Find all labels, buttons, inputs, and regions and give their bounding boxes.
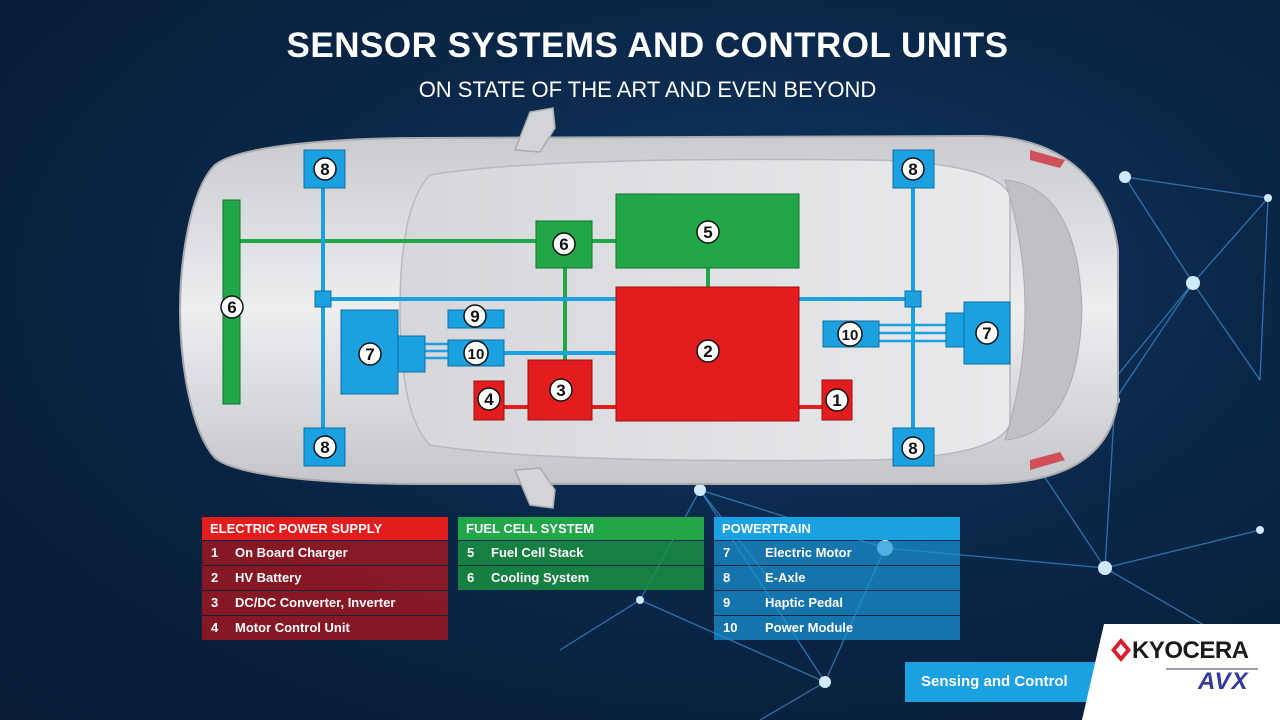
- legend-row: 2 HV Battery: [202, 566, 448, 590]
- legend-label: Cooling System: [491, 570, 590, 585]
- node-5-fuel-cell: 5: [696, 220, 720, 244]
- legend-label: Motor Control Unit: [235, 620, 350, 635]
- legend-num: 7: [723, 545, 731, 560]
- node-8-rear-top: 8: [901, 157, 925, 181]
- node-label: 9: [470, 307, 479, 326]
- legend-row: 3 DC/DC Converter, Inverter: [202, 591, 448, 615]
- node-label: 7: [365, 345, 374, 364]
- legend-label: E-Axle: [765, 570, 806, 585]
- node-label: 6: [559, 235, 568, 254]
- legend-row: 7 Electric Motor: [714, 541, 960, 565]
- node-label: 10: [468, 346, 485, 363]
- node-6-radiator: 6: [220, 295, 244, 319]
- node-label: 8: [320, 438, 329, 457]
- node-1-charger: 1: [825, 388, 849, 412]
- node-7-front-motor: 7: [358, 342, 382, 366]
- node-8-front-top: 8: [313, 157, 337, 181]
- legend-label: Haptic Pedal: [765, 595, 844, 610]
- legend-title: ELECTRIC POWER SUPPLY: [202, 517, 448, 540]
- node-label: 8: [908, 439, 917, 458]
- legend-num: 1: [211, 545, 219, 560]
- legend-num: 2: [211, 570, 219, 585]
- node-label: 5: [703, 223, 712, 242]
- node-9-pedal: 9: [463, 304, 487, 328]
- node-label: 8: [908, 160, 917, 179]
- node-8-rear-bottom: 8: [901, 436, 925, 460]
- sub-brand-name: AVX: [1198, 668, 1249, 695]
- legend-row: 5 Fuel Cell Stack: [458, 541, 704, 565]
- legend-label: On Board Charger: [235, 545, 348, 560]
- brand-name: KYOCERA: [1132, 637, 1249, 664]
- node-10-front-module: 10: [463, 340, 489, 366]
- legend-num: 3: [211, 595, 219, 610]
- node-label: 1: [832, 391, 841, 410]
- node-label: 2: [703, 342, 712, 361]
- legend-num: 8: [723, 570, 731, 585]
- node-label: 10: [842, 327, 859, 344]
- legend-row: 9 Haptic Pedal: [714, 591, 960, 615]
- node-label: 7: [982, 324, 991, 343]
- legend-label: Power Module: [765, 620, 854, 635]
- legend-powertrain: POWERTRAIN 7 Electric Motor 8 E-Axle 9 Hapt…: [714, 517, 960, 640]
- node-3-dcdc: 3: [549, 378, 573, 402]
- legend-row: 1 On Board Charger: [202, 541, 448, 565]
- legend-row: 6 Cooling System: [458, 566, 704, 590]
- node-10-rear-module: 10: [837, 321, 863, 347]
- legend-num: 4: [211, 620, 219, 635]
- node-7-rear-motor: 7: [975, 321, 999, 345]
- brand-divider: [1166, 668, 1258, 670]
- legend-title: FUEL CELL SYSTEM: [458, 517, 704, 540]
- node-label: 8: [320, 160, 329, 179]
- node-8-front-bottom: 8: [313, 435, 337, 459]
- page-title: SENSOR SYSTEMS AND CONTROL UNITS: [286, 26, 1009, 65]
- node-4-mcu: 4: [477, 387, 501, 411]
- legend-row: 8 E-Axle: [714, 566, 960, 590]
- legend-title: POWERTRAIN: [714, 517, 960, 540]
- legend-num: 5: [467, 545, 475, 560]
- page-subtitle: ON STATE OF THE ART AND EVEN BEYOND: [418, 77, 877, 102]
- legend-num: 6: [467, 570, 475, 585]
- legend-num: 9: [723, 595, 731, 610]
- legend-fuel-cell-system: FUEL CELL SYSTEM 5 Fuel Cell Stack 6 Cooli…: [458, 517, 704, 590]
- legend-row: 4 Motor Control Unit: [202, 616, 448, 640]
- node-label: 6: [227, 298, 236, 317]
- legend-label: DC/DC Converter, Inverter: [235, 595, 396, 610]
- logo-panel: [1082, 624, 1280, 720]
- legend-num: 10: [723, 620, 738, 635]
- legend-label: Electric Motor: [765, 545, 852, 560]
- legend-label: HV Battery: [235, 570, 302, 585]
- sensing-control-badge: Sensing and Control: [905, 662, 1105, 702]
- legend-row: 10 Power Module: [714, 616, 960, 640]
- kyocera-logo-icon: [1111, 638, 1131, 662]
- legend-label: Fuel Cell Stack: [491, 545, 584, 560]
- node-6-cooling: 6: [552, 232, 576, 256]
- node-label: 3: [556, 381, 565, 400]
- node-2-battery: 2: [696, 339, 720, 363]
- node-label: 4: [484, 390, 494, 409]
